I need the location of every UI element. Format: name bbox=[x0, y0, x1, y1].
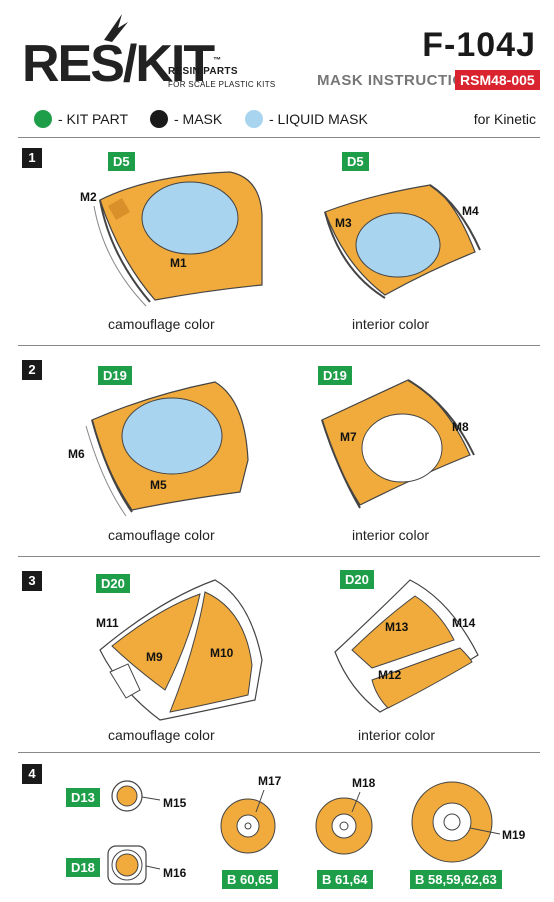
mask-label-m9: M9 bbox=[146, 650, 163, 664]
reskit-logo: RES/KIT™ bbox=[22, 35, 221, 93]
mask-label-m14: M14 bbox=[452, 616, 476, 630]
section-1-left-canopy bbox=[93, 171, 263, 307]
legend-liquid-mask: - LIQUID MASK bbox=[245, 110, 368, 128]
section-1-right-part-code: D5 bbox=[342, 152, 369, 171]
section-3-number: 3 bbox=[22, 571, 42, 591]
wheel-m19-code: B 58,59,62,63 bbox=[410, 870, 502, 889]
hub-d13 bbox=[111, 780, 161, 812]
green-dot-icon bbox=[34, 110, 52, 128]
black-dot-icon bbox=[150, 110, 168, 128]
section-3-right-caption: interior color bbox=[358, 727, 436, 743]
section-2-left-caption: camouflage color bbox=[108, 527, 215, 543]
section-1-left-caption: camouflage color bbox=[108, 316, 215, 332]
mask-label-m2: M2 bbox=[80, 190, 97, 204]
section-1-number: 1 bbox=[22, 148, 42, 168]
section-3-left-caption: camouflage color bbox=[108, 727, 215, 743]
section-4-d13-code: D13 bbox=[66, 788, 100, 807]
mask-label-m10: M10 bbox=[210, 646, 234, 660]
wheel-m17-code: B 60,65 bbox=[222, 870, 278, 889]
wheel-m18-code: B 61,64 bbox=[317, 870, 373, 889]
mask-label-m7: M7 bbox=[340, 430, 357, 444]
divider bbox=[18, 556, 540, 557]
logo-subtitle-2: FOR SCALE PLASTIC KITS bbox=[168, 80, 276, 89]
section-4-d18-code: D18 bbox=[66, 858, 100, 877]
kit-brand-note: for Kinetic bbox=[473, 111, 536, 127]
divider bbox=[18, 137, 540, 138]
mask-label-m17: M17 bbox=[258, 774, 282, 788]
legend-kit-part: - KIT PART bbox=[34, 110, 128, 128]
section-2-number: 2 bbox=[22, 360, 42, 380]
section-2-right-part-code: D19 bbox=[318, 366, 352, 385]
mask-label-m5: M5 bbox=[150, 478, 167, 492]
legend-mask-label: - MASK bbox=[174, 111, 223, 127]
mask-label-m19: M19 bbox=[502, 828, 526, 842]
product-code-badge: RSM48-005 bbox=[455, 70, 540, 90]
hub-d18 bbox=[107, 845, 161, 885]
mask-label-m8: M8 bbox=[452, 420, 469, 434]
section-1-right-canopy bbox=[324, 184, 481, 299]
mask-label-m1: M1 bbox=[170, 256, 187, 270]
logo-subtitle-1: RESIN PARTS bbox=[168, 66, 238, 77]
page-title: F-104J bbox=[422, 26, 536, 64]
section-3-left-windscreen bbox=[99, 579, 263, 721]
section-2-right-caption: interior color bbox=[352, 527, 430, 543]
divider bbox=[18, 752, 540, 753]
section-2-right-canopy bbox=[321, 379, 475, 509]
section-4-number: 4 bbox=[22, 764, 42, 784]
section-2-left-part-code: D19 bbox=[98, 366, 132, 385]
mask-label-m16: M16 bbox=[163, 866, 187, 880]
mask-label-m6: M6 bbox=[68, 447, 85, 461]
section-3-left-part-code: D20 bbox=[96, 574, 130, 593]
divider bbox=[18, 345, 540, 346]
section-3-right-windscreen bbox=[334, 579, 479, 713]
section-3-right-part-code: D20 bbox=[340, 570, 374, 589]
legend-liquid-mask-label: - LIQUID MASK bbox=[269, 111, 368, 127]
mask-label-m3: M3 bbox=[335, 216, 352, 230]
wheel-m19 bbox=[411, 781, 501, 863]
section-1-right-caption: interior color bbox=[352, 316, 430, 332]
legend-kit-part-label: - KIT PART bbox=[58, 111, 129, 127]
mask-label-m11: M11 bbox=[96, 616, 119, 630]
wheel-m17 bbox=[220, 789, 276, 854]
mask-label-m12: M12 bbox=[378, 668, 402, 682]
legend-mask: - MASK bbox=[150, 110, 222, 128]
instruction-label: MASK INSTRUCTION bbox=[317, 72, 476, 89]
mask-label-m15: M15 bbox=[163, 796, 187, 810]
wheel-m18 bbox=[315, 791, 373, 855]
blue-dot-icon bbox=[245, 110, 263, 128]
section-2-left-canopy bbox=[85, 381, 249, 517]
mask-label-m4: M4 bbox=[462, 204, 479, 218]
mask-label-m18: M18 bbox=[352, 776, 376, 790]
mask-label-m13: M13 bbox=[385, 620, 409, 634]
section-1-left-part-code: D5 bbox=[108, 152, 135, 171]
